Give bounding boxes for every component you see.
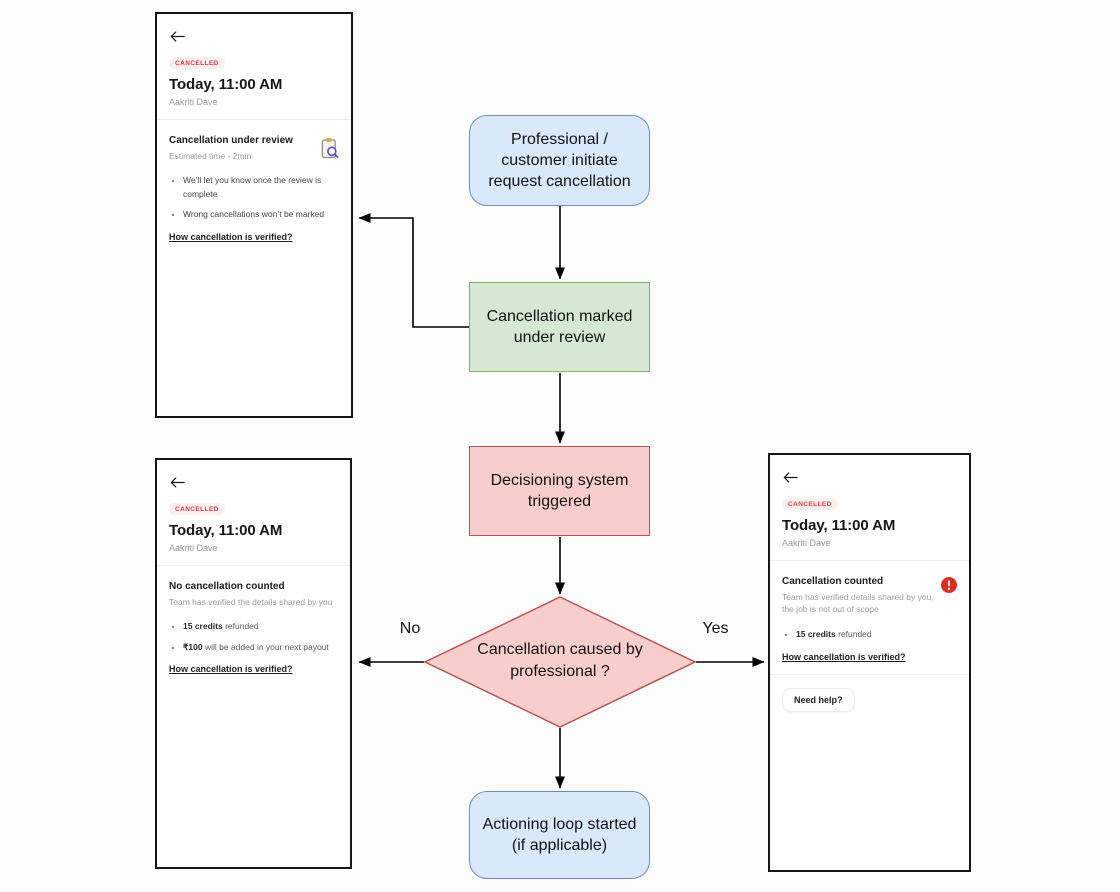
edge-label-yes: Yes bbox=[702, 620, 729, 637]
phone-screen-no-cancellation: CANCELLED Today, 11:00 AM Aakriti Dave N… bbox=[155, 458, 352, 869]
need-help-button[interactable]: Need help? bbox=[782, 687, 855, 712]
flow-node-actioning-loop: Actioning loop started (if applicable) bbox=[469, 791, 650, 879]
status-badge: CANCELLED bbox=[169, 57, 225, 69]
bullet-item: Wrong cancellations won’t be marked bbox=[183, 208, 339, 222]
customer-name: Aakriti Dave bbox=[169, 96, 218, 107]
flow-decision-label: Cancellation caused by professional ? bbox=[477, 641, 643, 680]
divider bbox=[157, 118, 351, 120]
verification-link[interactable]: How cancellation is verified? bbox=[169, 664, 293, 675]
section-title: No cancellation counted bbox=[169, 580, 285, 592]
section-title: Cancellation counted bbox=[782, 575, 884, 587]
status-badge: CANCELLED bbox=[782, 498, 838, 510]
back-arrow-icon bbox=[170, 477, 185, 488]
bullet-item: We’ll let you know once the review is co… bbox=[183, 174, 339, 201]
back-button[interactable] bbox=[783, 470, 957, 483]
bullet-item: 15 credits refunded bbox=[796, 628, 957, 642]
clipboard-search-icon bbox=[321, 137, 339, 158]
bullet-item: ₹100 will be added in your next payout bbox=[183, 641, 338, 655]
estimate-text: Estimated time - 2min bbox=[169, 150, 252, 161]
alert-icon bbox=[941, 576, 957, 593]
flow-node-decisioning-system: Decisioning system triggered bbox=[469, 446, 650, 536]
back-button[interactable] bbox=[170, 29, 339, 42]
phone-screen-under-review: CANCELLED Today, 11:00 AM Aakriti Dave C… bbox=[155, 12, 353, 418]
customer-name: Aakriti Dave bbox=[169, 542, 218, 553]
section-subtext: Team has verified details shared by you,… bbox=[782, 591, 934, 615]
edge-label-no: No bbox=[399, 620, 421, 637]
bullet-item: 15 credits refunded bbox=[183, 620, 338, 634]
appointment-time: Today, 11:00 AM bbox=[782, 516, 896, 534]
back-button[interactable] bbox=[170, 475, 338, 488]
back-arrow-icon bbox=[783, 472, 798, 483]
divider bbox=[770, 673, 969, 675]
edge-marked-to-review-screen bbox=[358, 213, 469, 328]
status-badge: CANCELLED bbox=[169, 503, 225, 515]
verification-link[interactable]: How cancellation is verified? bbox=[169, 232, 293, 243]
divider bbox=[770, 559, 969, 561]
appointment-time: Today, 11:00 AM bbox=[169, 75, 283, 93]
divider bbox=[157, 564, 350, 566]
back-arrow-icon bbox=[170, 31, 185, 42]
section-title: Cancellation under review bbox=[169, 134, 293, 146]
customer-name: Aakriti Dave bbox=[782, 537, 831, 548]
flow-node-marked-under-review: Cancellation marked under review bbox=[469, 282, 650, 372]
appointment-time: Today, 11:00 AM bbox=[169, 521, 283, 539]
verification-link[interactable]: How cancellation is verified? bbox=[782, 651, 906, 662]
phone-screen-cancellation-counted: CANCELLED Today, 11:00 AM Aakriti Dave C… bbox=[768, 453, 971, 872]
section-subtext: Team has verified the details shared by … bbox=[169, 596, 333, 607]
flow-node-start: Professional / customer initiate request… bbox=[469, 115, 650, 206]
flow-decision-diamond bbox=[423, 596, 697, 728]
